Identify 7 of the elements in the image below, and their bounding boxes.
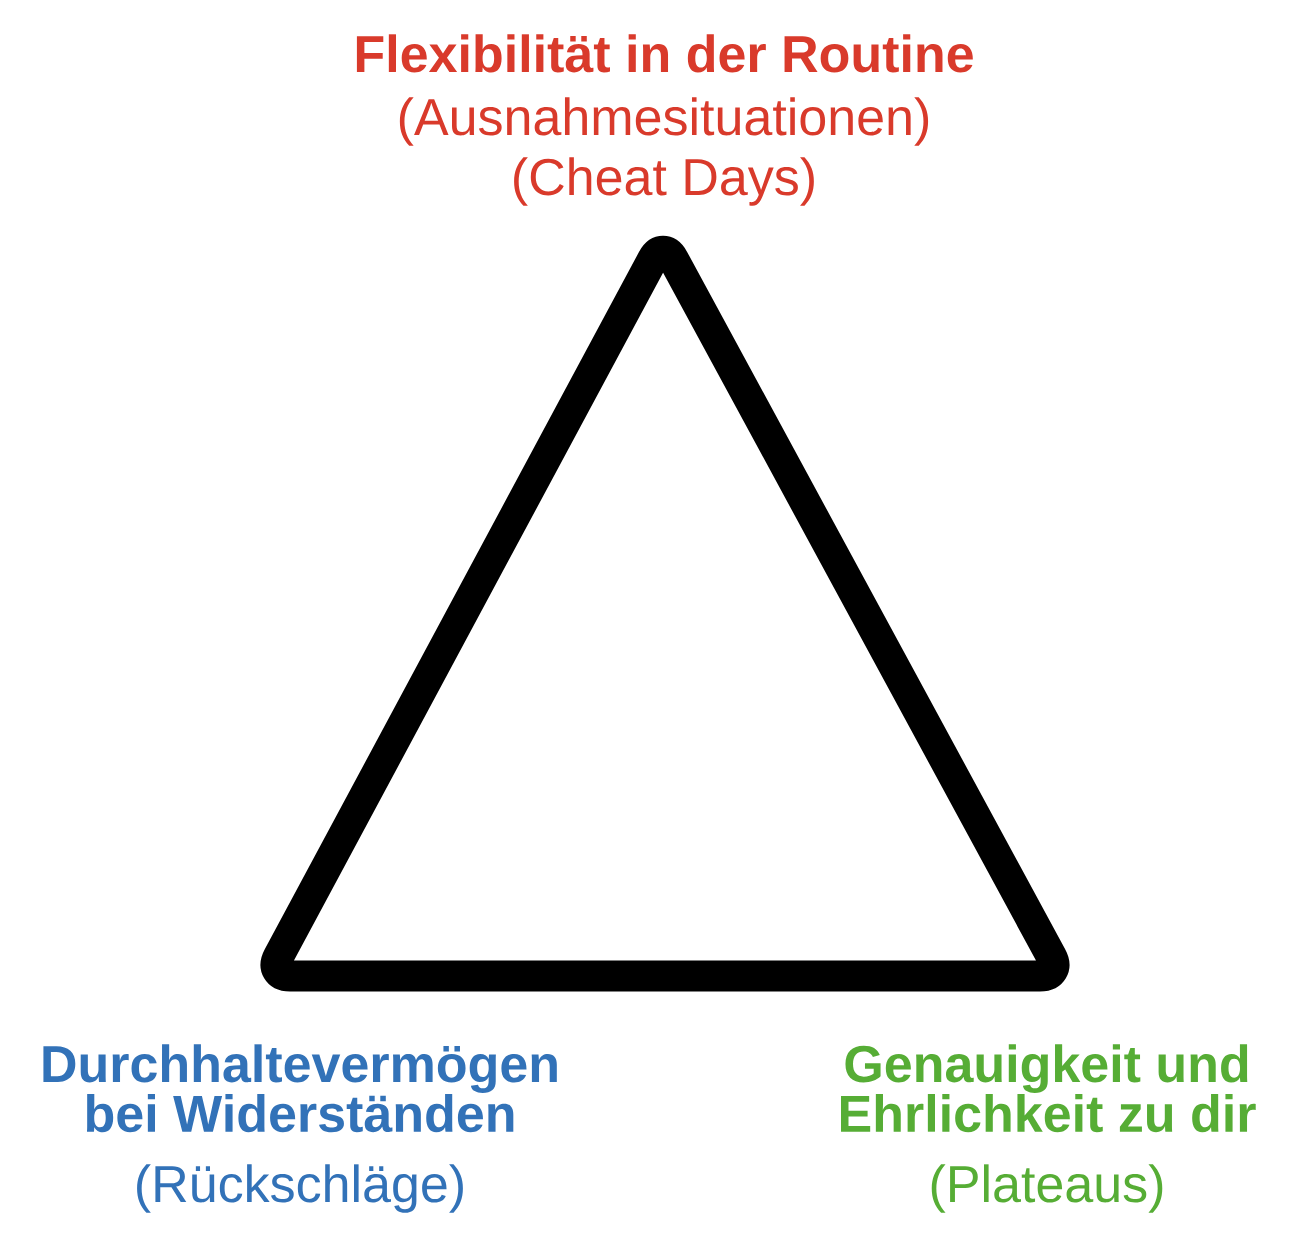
corner-heading: Durchhaltevermögen bei Widerständen: [43, 1044, 557, 1133]
corner-note: (Cheat Days): [514, 157, 814, 206]
corner-heading: Genauigkeit und Ehrlichkeit zu dir: [841, 1044, 1256, 1133]
corner-note: (Ausnahmesituationen): [399, 97, 929, 146]
corner-note: (Rückschläge): [137, 1164, 463, 1213]
corner-heading: Flexibilität in der Routine: [356, 34, 973, 73]
corner-note: (Plateaus): [931, 1164, 1163, 1213]
